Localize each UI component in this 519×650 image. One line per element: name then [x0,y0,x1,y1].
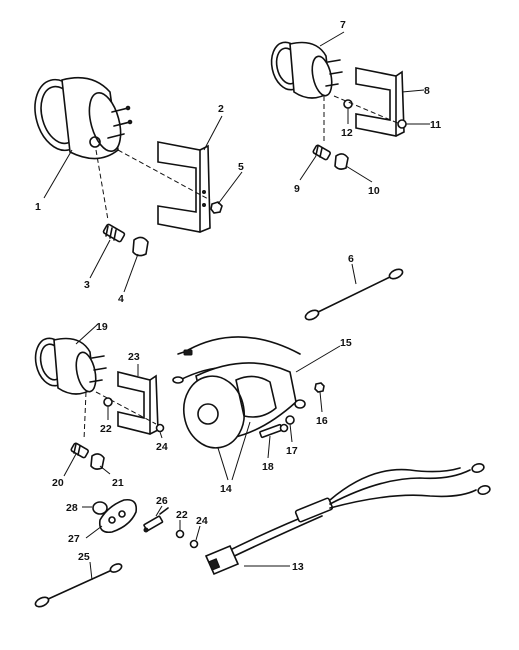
gauge-housing [172,336,306,449]
fitting-3 [102,223,126,243]
nut-24-upper [155,423,165,433]
callout-14: 14 [220,483,232,495]
callout-1: 1 [35,201,41,213]
callout-4: 4 [118,293,124,305]
fitting-20 [70,442,89,459]
callout-6: 6 [348,253,354,265]
plate-27 [98,498,138,534]
callout-21: 21 [112,477,124,489]
callout-10: 10 [368,185,380,197]
callout-labels: 1 2 3 4 5 6 7 8 9 10 11 12 13 14 15 16 1… [35,19,441,573]
lead-wire-6 [304,268,404,321]
callout-7: 7 [340,19,346,31]
callout-24-upper: 24 [156,441,168,453]
screw-18 [259,423,289,439]
callout-24-lower: 24 [196,515,208,527]
callout-16: 16 [316,415,328,427]
callout-13: 13 [292,561,304,573]
callout-8: 8 [424,85,430,97]
callout-15: 15 [340,337,352,349]
callout-25: 25 [78,551,90,563]
callout-22-lower: 22 [176,509,188,521]
wiring-harness [204,463,491,576]
bracket-small-upper [355,67,405,137]
callout-9: 9 [294,183,300,195]
bracket-small-lower [117,370,159,435]
callout-18: 18 [262,461,274,473]
bracket-large [157,141,211,233]
callout-26: 26 [156,495,168,507]
cap-21 [90,453,105,470]
nut-24-lower [189,539,199,549]
washer-22-upper [103,397,113,407]
sender-26 [143,507,169,533]
fitting-9 [312,144,331,161]
callout-19: 19 [96,321,108,333]
cap-4 [132,236,149,257]
nut-17 [285,415,295,425]
callout-3: 3 [84,279,90,291]
callout-12: 12 [341,127,353,139]
gauge-large [34,76,133,160]
nut-11 [397,119,407,129]
lead-wire-25 [34,563,123,608]
callout-27: 27 [68,533,80,545]
callout-11: 11 [430,119,441,131]
leader-lines [43,31,430,581]
callout-17: 17 [286,445,298,457]
callout-28: 28 [66,502,78,514]
callout-2: 2 [218,103,224,115]
nut-5 [210,201,223,214]
gauge-small-upper [270,41,343,99]
cap-10 [334,153,349,170]
grommet-28 [92,501,108,515]
gauge-small-lower [34,337,107,395]
nut-16 [314,382,325,393]
callout-22-upper: 22 [100,423,112,435]
washer-22-lower [175,529,185,539]
callout-20: 20 [52,477,64,489]
callout-23: 23 [128,351,140,363]
callout-5: 5 [238,161,244,173]
